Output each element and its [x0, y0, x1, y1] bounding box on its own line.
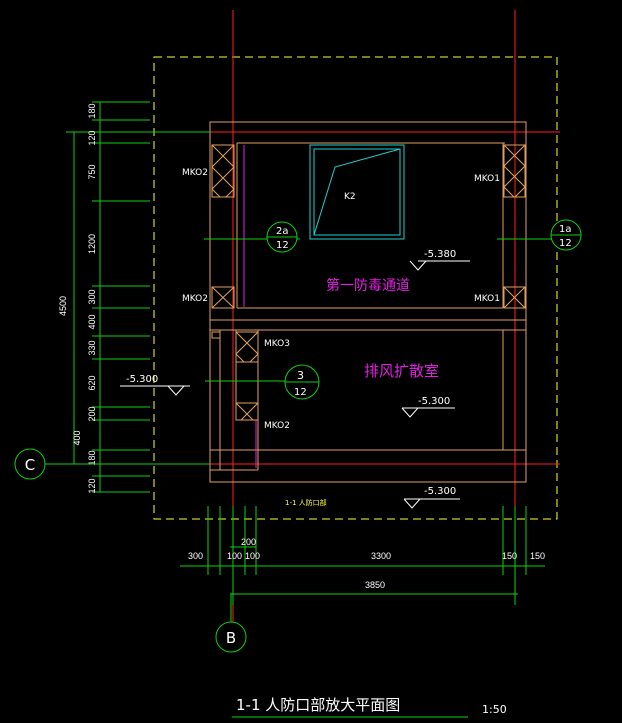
- axis-lines: [45, 10, 560, 640]
- axis-c: C: [14, 448, 100, 480]
- dim-v-7: 620: [87, 375, 97, 390]
- section-marker-3: 3 12: [205, 364, 320, 400]
- hatched-blocks: [211, 144, 526, 421]
- dim-h-upper: 200: [241, 537, 256, 547]
- axis-b: B: [215, 594, 247, 653]
- dim-v-6: 330: [87, 340, 97, 355]
- dim-v-10: 120: [87, 478, 97, 493]
- room-name-1: 第一防毒通道: [326, 277, 410, 294]
- dim-h-1: 100: [227, 551, 242, 561]
- k2-label: K2: [344, 192, 356, 202]
- sec-1a-bottom: 12: [559, 238, 572, 249]
- dim-h-total: 3850: [365, 580, 385, 590]
- horizontal-dim-texts: 300 100 100 3300 150 150 200 3850: [188, 537, 545, 590]
- hatch-left-gap: [211, 331, 221, 339]
- label-mko3: MKO3: [264, 339, 290, 349]
- room-name-2: 排风扩散室: [364, 362, 439, 380]
- walls: [209, 121, 527, 483]
- dim-h-3: 3300: [371, 551, 391, 561]
- dim-v-9: 180: [87, 450, 97, 465]
- hatch-mko1-mid: [503, 286, 526, 309]
- label-mko1-mid: MKO1: [474, 294, 500, 304]
- drawing-title: 1-1 人防口部放大平面图: [236, 696, 400, 714]
- elevation-texts: -5.380 -5.300 -5.300 -5.300: [126, 249, 456, 497]
- dim-v-4: 300: [87, 289, 97, 304]
- sec-3-bottom: 12: [294, 387, 307, 398]
- sec-1a-top: 1a: [559, 224, 572, 235]
- small-title: 1-1 人防口部: [285, 498, 327, 507]
- dim-h-0: 300: [188, 551, 203, 561]
- opening-labels: MKO2 MKO1 MKO2 MKO1 MKO3 MKO2: [182, 168, 500, 431]
- dim-v-sub: 400: [72, 430, 82, 445]
- section-marker-2a: 2a 12: [204, 221, 300, 253]
- label-mko1-top: MKO1: [474, 174, 500, 184]
- sec-2a-top: 2a: [276, 226, 289, 237]
- label-mko2-top: MKO2: [182, 168, 208, 178]
- hatch-mko3: [235, 331, 259, 363]
- label-mko2-low: MKO2: [264, 421, 290, 431]
- dim-v-3: 1200: [87, 234, 97, 254]
- sec-2a-bottom: 12: [276, 240, 289, 251]
- dim-v-1: 120: [87, 130, 97, 145]
- dim-v-5: 400: [87, 314, 97, 329]
- elev-text-2: -5.300: [126, 374, 158, 385]
- elevation-markers: [120, 260, 470, 509]
- equipment-k2: [309, 144, 405, 240]
- section-marker-1a: 1a 12: [497, 219, 582, 251]
- dim-h-4: 150: [502, 551, 517, 561]
- elev-text-3: -5.300: [418, 396, 450, 407]
- hatch-mko1-top: [503, 144, 526, 198]
- dim-v-8: 200: [87, 406, 97, 421]
- drawing-scale: 1:50: [482, 703, 507, 716]
- elev-text-4: -5.300: [424, 486, 456, 497]
- dim-h-5: 150: [530, 551, 545, 561]
- dashed-boundary: [153, 56, 558, 520]
- axis-b-label: B: [226, 629, 236, 647]
- vertical-dimensions: [66, 101, 210, 493]
- dim-v-2: 750: [87, 164, 97, 179]
- hatch-mko2-low: [235, 402, 259, 421]
- axis-c-label: C: [25, 456, 35, 474]
- door-lines: [243, 145, 257, 468]
- sec-3-top: 3: [297, 369, 304, 382]
- elev-text-1: -5.380: [424, 249, 456, 260]
- dim-h-2: 100: [245, 551, 260, 561]
- hatch-mko2-mid: [211, 286, 235, 309]
- label-mko2-mid: MKO2: [182, 294, 208, 304]
- horizontal-dimensions: [180, 506, 545, 605]
- dim-v-0: 180: [87, 103, 97, 118]
- hatch-mko2-top: [211, 144, 235, 198]
- dim-v-total: 4500: [58, 296, 68, 316]
- vertical-dim-texts: 4500 400 180 120 750 1200 300 400 330 62…: [58, 103, 97, 493]
